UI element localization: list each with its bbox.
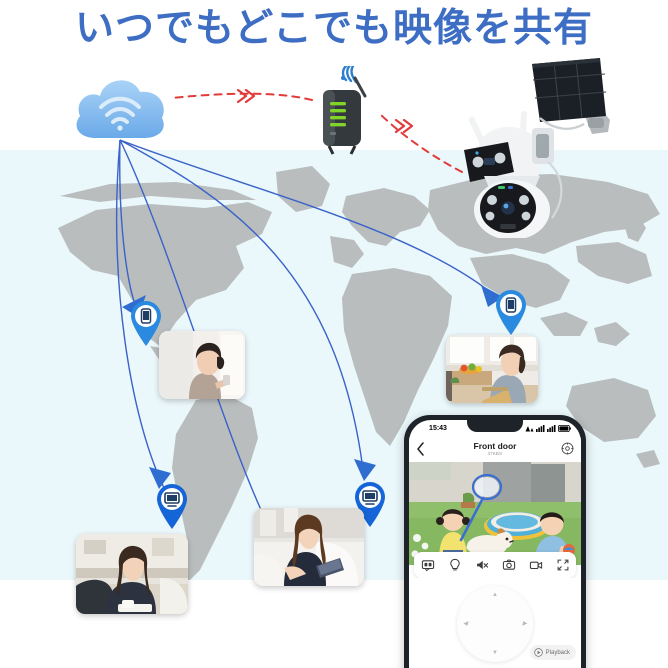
marker-japan-phone[interactable] (129, 300, 163, 346)
chevron-left-icon[interactable] (416, 442, 425, 461)
live-video-feed[interactable] (409, 462, 581, 565)
device-title-block: Front door 37KB/s (474, 442, 517, 457)
ptz-down-arrow[interactable]: ▼ (492, 650, 498, 656)
photo-woman-office (76, 534, 188, 614)
play-circle-icon (533, 648, 543, 657)
status-time: 15:43 (429, 425, 447, 432)
signal-arrow-1 (402, 118, 414, 134)
status-icons (525, 425, 571, 432)
ptz-right-arrow[interactable]: ▶ (522, 621, 527, 627)
wifi-router-icon (313, 60, 375, 156)
battery-full-icon (558, 425, 571, 432)
camera-control-bar (414, 552, 576, 578)
pointer-arrow-europe (477, 281, 507, 311)
solar-ptz-camera (448, 58, 618, 240)
phone-notch (467, 420, 523, 432)
pointer-arrow-samerica (145, 463, 175, 493)
phone-screen: 15:43 (409, 420, 581, 668)
camera-icon[interactable] (502, 558, 516, 572)
photo-woman-tablet (254, 508, 364, 586)
speaker-mute-icon[interactable] (475, 558, 489, 572)
wifi-icon-2 (547, 425, 556, 432)
phone-app-bar: Front door 37KB/s (409, 437, 581, 462)
video-camera-icon[interactable] (529, 558, 543, 572)
phone-status-bar: 15:43 (409, 420, 581, 437)
device-bitrate: 37KB/s (487, 451, 503, 457)
device-name: Front door (473, 441, 517, 452)
playback-label: Playback (545, 649, 570, 656)
fullscreen-icon[interactable] (556, 558, 570, 572)
signal-arrow-4 (236, 88, 248, 104)
photo-woman-laptop (446, 335, 538, 403)
cellular-signal-icon (525, 426, 534, 432)
intercom-icon[interactable] (421, 558, 435, 572)
ptz-joystick[interactable]: ▲ ▼ ◀ ▶ (457, 586, 533, 662)
pointer-arrow-africa (350, 455, 380, 485)
wifi-icon (536, 425, 545, 432)
ptz-left-arrow[interactable]: ◀ (463, 621, 468, 627)
signal-arrow-2 (394, 118, 406, 134)
playback-button[interactable]: Playback (529, 645, 576, 660)
smartphone-mockup: 15:43 (404, 415, 586, 668)
cloud-wifi-icon (70, 72, 170, 144)
page-title: いつでもどこでも映像を共有 (74, 7, 594, 50)
photo-woman-phone (159, 331, 245, 399)
gear-icon[interactable] (561, 442, 574, 460)
ptz-area: ▲ ▼ ◀ ▶ Playback (409, 578, 581, 668)
marker-europe-phone[interactable] (494, 289, 528, 335)
marker-samerica-monitor[interactable] (155, 483, 189, 529)
lightbulb-icon[interactable] (448, 558, 462, 572)
signal-arrow-3 (244, 88, 256, 104)
ptz-up-arrow[interactable]: ▲ (492, 592, 498, 598)
